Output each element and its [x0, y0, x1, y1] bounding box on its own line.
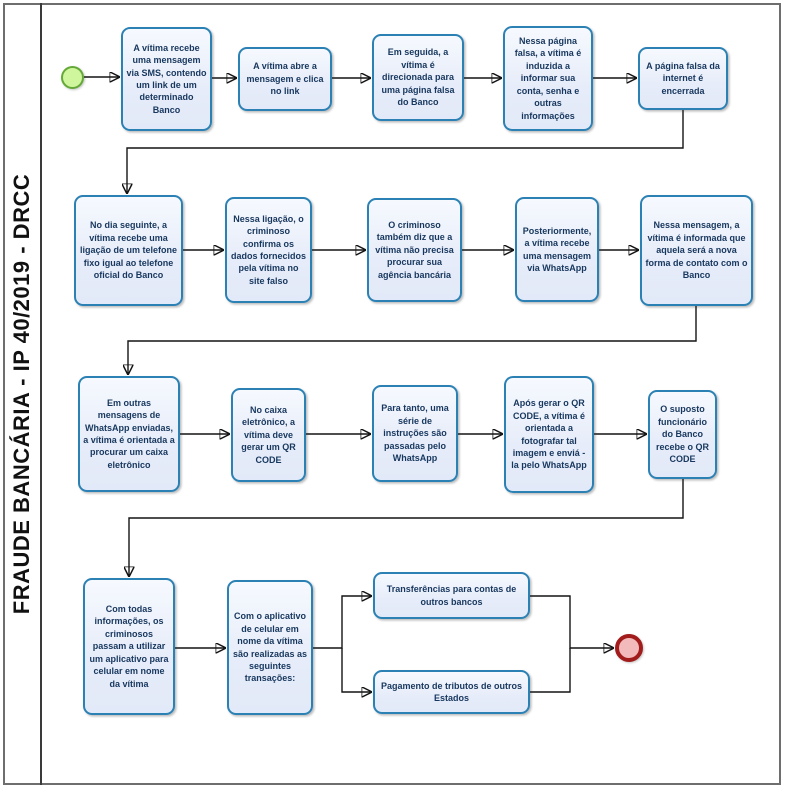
task-step-11-label: Em outras mensagens de WhatsApp enviadas…: [83, 397, 175, 470]
task-step-16-label: Com todas informações, os criminosos pas…: [89, 604, 169, 689]
task-step-7-label: Nessa ligação, o criminoso confirma os d…: [230, 213, 306, 286]
task-step-16: Com todas informações, os criminosos pas…: [83, 578, 175, 715]
task-step-3: Em seguida, a vítima é direcionada para …: [372, 34, 464, 121]
lane-title: FRAUDE BANCÁRIA - IP 40/2019 - DRCC: [9, 173, 35, 615]
task-step-7: Nessa ligação, o criminoso confirma os d…: [225, 197, 312, 303]
task-step-13-label: Para tanto, uma série de instruções são …: [381, 403, 449, 464]
task-step-9-label: Posteriormente, a vítima recebe uma mens…: [522, 225, 592, 273]
task-step-8-label: O criminoso também diz que a vítima não …: [375, 219, 454, 280]
task-step-18: Transferências para contas de outros ban…: [373, 572, 530, 619]
task-step-5: A página falsa da internet é encerrada: [638, 47, 728, 110]
task-step-14-label: Após gerar o QR CODE, a vítima é orienta…: [511, 398, 587, 471]
task-step-10: Nessa mensagem, a vítima é informada que…: [640, 195, 753, 306]
pool-border: [3, 3, 781, 785]
task-step-12-label: No caixa eletrônico, a vítima deve gerar…: [241, 404, 296, 465]
lane-label-band: FRAUDE BANCÁRIA - IP 40/2019 - DRCC: [5, 5, 40, 783]
task-step-6-label: No dia seguinte, a vítima recebe uma lig…: [79, 220, 178, 281]
task-step-9: Posteriormente, a vítima recebe uma mens…: [515, 197, 599, 302]
task-step-2-label: A vítima abre a mensagem e clica no link: [246, 61, 324, 97]
task-step-19: Pagamento de tributos de outros Estados: [373, 670, 530, 714]
task-step-1: A vítima recebe uma mensagem via SMS, co…: [121, 27, 212, 131]
task-step-8: O criminoso também diz que a vítima não …: [367, 198, 462, 302]
task-step-1-label: A vítima recebe uma mensagem via SMS, co…: [126, 42, 207, 115]
task-step-13: Para tanto, uma série de instruções são …: [372, 385, 458, 482]
task-step-4: Nessa página falsa, a vítima é induzida …: [503, 26, 593, 131]
task-step-18-label: Transferências para contas de outros ban…: [386, 584, 517, 607]
task-step-10-label: Nessa mensagem, a vítima é informada que…: [645, 220, 748, 281]
task-step-15: O suposto funcionário do Banco recebe o …: [648, 390, 717, 479]
end-event: [615, 634, 643, 662]
task-step-3-label: Em seguida, a vítima é direcionada para …: [381, 47, 455, 108]
task-step-19-label: Pagamento de tributos de outros Estados: [380, 680, 522, 703]
task-step-12: No caixa eletrônico, a vítima deve gerar…: [231, 388, 306, 482]
task-step-5-label: A página falsa da internet é encerrada: [646, 60, 720, 96]
task-step-6: No dia seguinte, a vítima recebe uma lig…: [74, 195, 183, 306]
task-step-4-label: Nessa página falsa, a vítima é induzida …: [514, 36, 582, 121]
lane-separator: [40, 3, 42, 785]
task-step-17-label: Com o aplicativo de celular em nome da v…: [232, 611, 308, 684]
task-step-15-label: O suposto funcionário do Banco recebe o …: [655, 404, 710, 465]
start-event: [61, 66, 84, 89]
task-step-11: Em outras mensagens de WhatsApp enviadas…: [78, 376, 180, 492]
task-step-2: A vítima abre a mensagem e clica no link: [238, 47, 332, 111]
task-step-17: Com o aplicativo de celular em nome da v…: [227, 580, 313, 715]
task-step-14: Após gerar o QR CODE, a vítima é orienta…: [504, 376, 594, 493]
